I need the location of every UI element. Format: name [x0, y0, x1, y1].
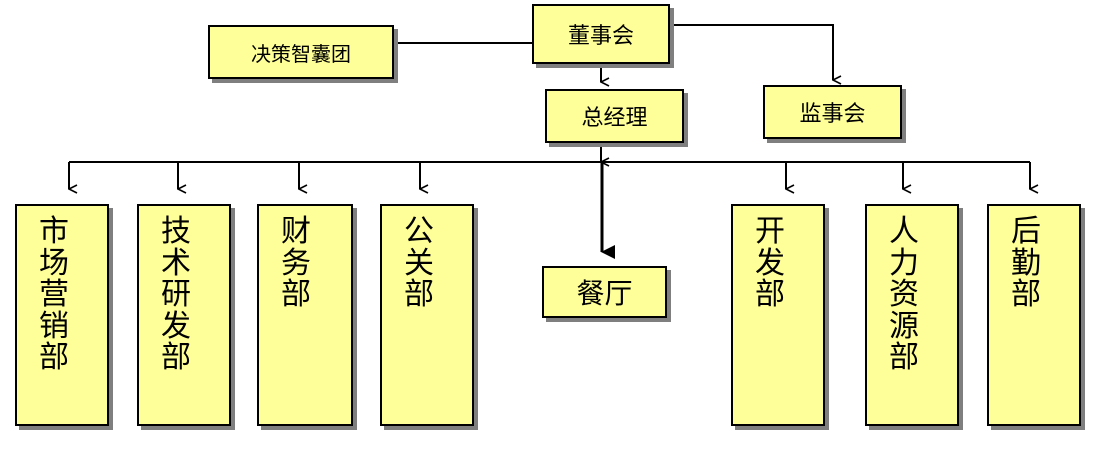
- dept-public-relations-box: 公关部: [380, 204, 474, 426]
- dept-logistics-label: 后勤部: [1011, 214, 1041, 312]
- dept-tech-rd-box: 技术研发部: [137, 204, 231, 426]
- canteen-box: 餐厅: [542, 266, 667, 318]
- connector-board-supervisory: [670, 24, 833, 80]
- dept-human-resources-box: 人力资源部: [865, 204, 959, 426]
- think-tank-box: 决策智囊团: [208, 25, 394, 79]
- dept-finance-box: 财务部: [257, 204, 353, 426]
- dept-development-label: 开发部: [755, 214, 785, 312]
- supervisory-board-label: 监事会: [799, 102, 866, 127]
- think-tank-label: 决策智囊团: [251, 41, 351, 66]
- dept-development-box: 开发部: [731, 204, 825, 426]
- dept-marketing-box: 市场营销部: [15, 204, 109, 426]
- general-manager-label: 总经理: [581, 106, 648, 131]
- dept-finance-label: 财务部: [281, 214, 311, 312]
- dept-human-resources-label: 人力资源部: [889, 214, 919, 375]
- supervisory-board-box: 监事会: [763, 85, 902, 139]
- board-box: 董事会: [532, 4, 670, 64]
- dept-logistics-box: 后勤部: [987, 204, 1081, 426]
- dept-marketing-label: 市场营销部: [39, 214, 69, 375]
- general-manager-box: 总经理: [545, 89, 684, 143]
- canteen-label: 餐厅: [576, 277, 633, 310]
- dept-tech-rd-label: 技术研发部: [161, 214, 191, 375]
- board-label: 董事会: [567, 24, 634, 49]
- dept-public-relations-label: 公关部: [404, 214, 434, 312]
